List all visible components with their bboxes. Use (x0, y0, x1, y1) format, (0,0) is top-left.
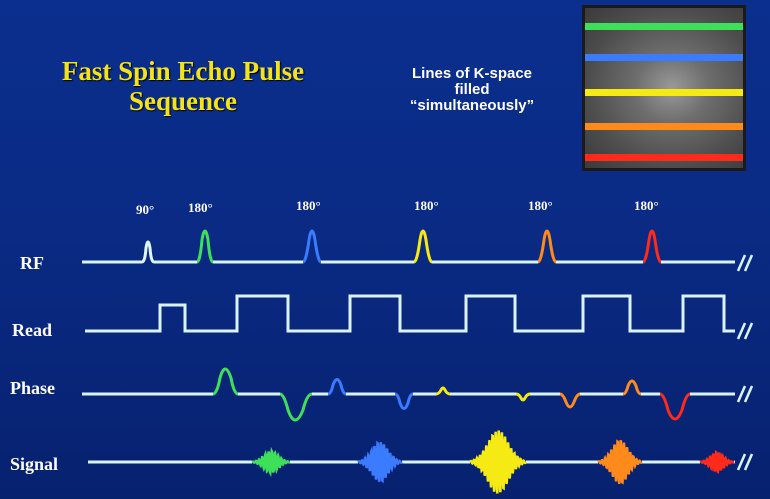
rf-row-label: RF (20, 253, 44, 273)
pulse-label-180-3: 180° (414, 198, 439, 213)
title-line-2: Sequence (129, 86, 237, 116)
kspace-image (582, 5, 746, 171)
signal-echo-3 (468, 430, 528, 494)
read-gradient-waveform (85, 294, 735, 333)
pulse-label-180-2: 180° (296, 198, 321, 213)
signal-echoes (251, 430, 735, 494)
kspace-line-yellow (585, 89, 743, 96)
pulse-label-180-5: 180° (634, 198, 659, 213)
pulse-label-180-4: 180° (528, 198, 553, 213)
read-row-label: Read (12, 320, 52, 340)
phase-row (82, 367, 735, 422)
signal-break-mark (736, 453, 754, 471)
kspace-caption-line-2: filled (454, 81, 490, 98)
signal-echo-2 (357, 440, 403, 484)
diagram-title: Fast Spin Echo Pulse Sequence (18, 56, 348, 116)
phase-lobe-orange-up (622, 379, 642, 396)
kspace-caption-line-1: Lines of K-space (411, 65, 533, 82)
signal-row-label: Signal (10, 454, 59, 474)
phase-lobe-yellow-down (515, 392, 531, 402)
phase-lobe-red-down (659, 392, 691, 421)
kspace-line-green (585, 23, 743, 30)
signal-echo-4 (597, 439, 643, 485)
signal-echo-5 (699, 450, 735, 474)
kspace-line-orange (585, 123, 743, 130)
phase-lobe-blue-down (394, 392, 414, 410)
signal-row (88, 430, 735, 494)
rf-pulse-90 (141, 240, 155, 264)
kspace-caption: Lines of K-space filled “simultaneously” (372, 66, 572, 114)
rf-pulse-180-5 (642, 229, 662, 264)
phase-lobe-green-up (212, 367, 239, 396)
kspace-line-red (585, 154, 743, 161)
phase-lobe-yellow-up (435, 386, 451, 396)
title-line-1: Fast Spin Echo Pulse (61, 56, 305, 86)
rf-pulse-180-4 (537, 229, 557, 264)
phase-lobe-blue-up (327, 378, 347, 396)
phase-lobe-orange-down (559, 392, 581, 409)
signal-echo-1 (251, 446, 291, 478)
rf-pulse-180-1 (196, 229, 214, 264)
rf-pulse-180-2 (302, 229, 322, 264)
pulse-label-180-1: 180° (188, 200, 213, 215)
pulse-label-90: 90° (136, 202, 155, 217)
rf-pulse-180-3 (413, 229, 433, 264)
rf-row (82, 229, 735, 264)
phase-row-label: Phase (10, 378, 55, 398)
phase-lobe-green-down (279, 392, 313, 422)
kspace-line-blue (585, 54, 743, 61)
kspace-caption-line-3: “simultaneously” (409, 97, 535, 114)
rf-break-mark (736, 254, 754, 272)
read-break-mark (736, 322, 754, 340)
phase-break-mark (736, 385, 754, 403)
break-marks (736, 254, 754, 471)
